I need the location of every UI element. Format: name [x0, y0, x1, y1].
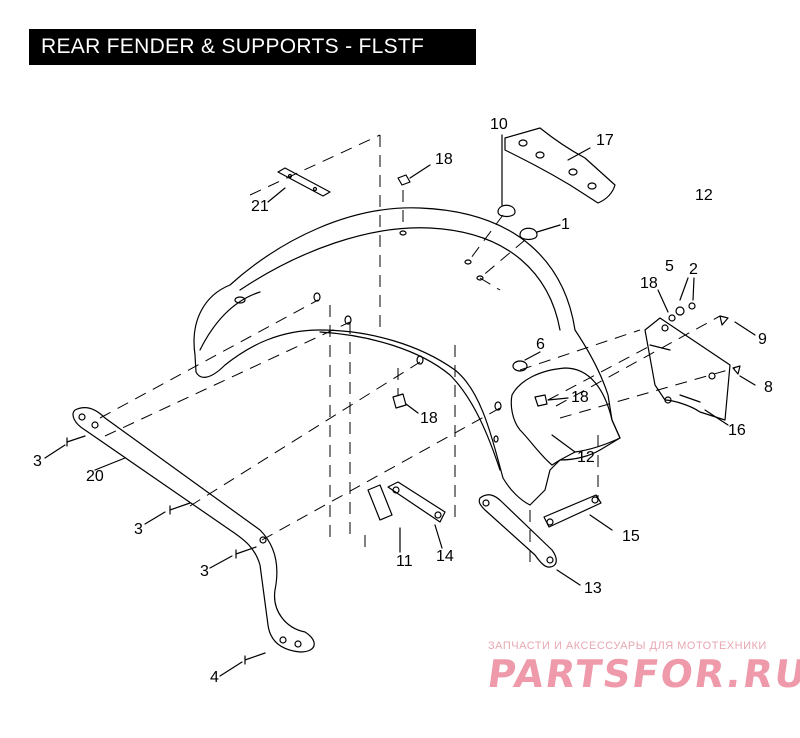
fender-rim-line: [239, 227, 561, 331]
callout-6: 6: [536, 336, 545, 353]
strip-21: [277, 167, 331, 197]
callout-20: 20: [86, 468, 104, 485]
bumper-1: [519, 227, 538, 241]
watermark-logo: PARTSFOR.RU: [484, 652, 800, 696]
fender-inner-edge: [319, 331, 501, 471]
callout-3-lower: 3: [200, 563, 209, 580]
callout-5: 5: [665, 258, 674, 275]
callout-4: 4: [210, 669, 219, 686]
callout-1: 1: [561, 216, 570, 233]
fender-rear-cutout: [510, 367, 621, 466]
support-plate-17: [504, 127, 616, 204]
callout-9: 9: [758, 331, 767, 348]
nut-18-top: [397, 174, 411, 186]
callout-8: 8: [764, 379, 773, 396]
callout-21: 21: [251, 198, 269, 215]
rear-fender: [193, 207, 621, 506]
callout-18-bracket: 18: [640, 275, 658, 292]
callout-18-left: 18: [420, 410, 438, 427]
bracket-11: [367, 484, 393, 521]
strut-13: [478, 494, 557, 568]
watermark-tagline: ЗАПЧАСТИ И АКСЕССУАРЫ ДЛЯ МОТОТЕХНИКИ: [488, 640, 767, 652]
callout-2: 2: [689, 261, 698, 278]
bumper-10: [497, 204, 516, 218]
callout-12-rear: 12: [577, 449, 595, 466]
callout-12-top: 12: [695, 187, 713, 204]
callout-11: 11: [396, 553, 413, 570]
grommet-6: [512, 360, 528, 372]
fender-strut-20: [72, 407, 315, 653]
bracket-14: [387, 481, 446, 523]
callout-16: 16: [728, 422, 746, 439]
diagram-title: REAR FENDER & SUPPORTS - FLSTF: [29, 29, 476, 65]
callout-3-middle: 3: [134, 521, 143, 538]
callout-13: 13: [584, 580, 602, 597]
callout-15: 15: [622, 528, 640, 545]
callout-18-top: 18: [435, 151, 453, 168]
fender-front-lip: [199, 291, 261, 351]
callout-18-rear: 18: [571, 389, 589, 406]
callout-14: 14: [436, 548, 454, 565]
callout-17: 17: [596, 132, 614, 149]
callout-10: 10: [490, 116, 508, 133]
callout-3-upper: 3: [33, 453, 42, 470]
nut-18-left: [392, 393, 407, 409]
